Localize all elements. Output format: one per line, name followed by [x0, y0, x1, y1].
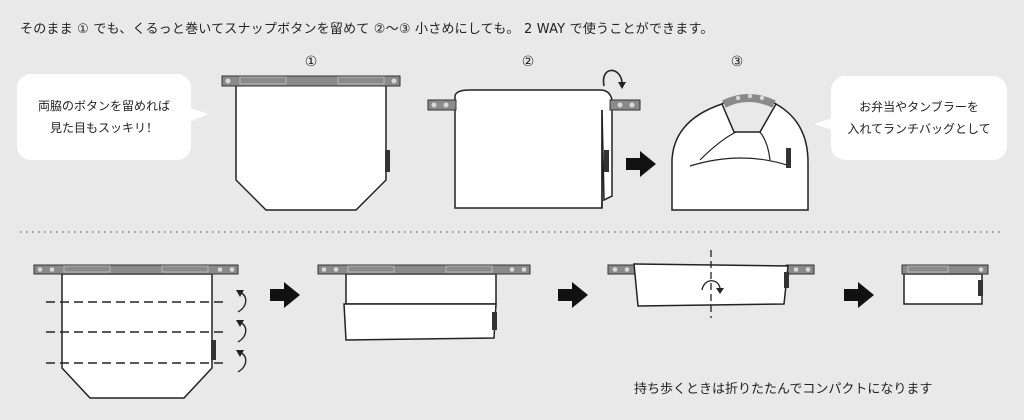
snap-button: [391, 78, 397, 84]
snap-button: [629, 102, 635, 108]
strap: [33, 264, 239, 275]
snap-button: [217, 267, 223, 272]
snap-button: [978, 267, 984, 272]
fold-arrow-icon: [701, 280, 721, 291]
bag-step-1: [221, 75, 401, 211]
fold-bag-1: [33, 264, 247, 399]
snap-button: [624, 267, 630, 272]
bag-body: [903, 273, 983, 305]
fold-bag-4: [901, 264, 989, 305]
bag-step-2: [427, 69, 641, 209]
bag-step-3: [671, 93, 809, 211]
snap-button: [431, 102, 437, 108]
step-number-1: ①: [304, 54, 318, 70]
bubble-left-line1: 両脇のボタンを留めれば: [37, 99, 170, 113]
arrow-right-icon: [558, 282, 588, 308]
roll-arrow-icon: [602, 69, 623, 87]
tag: [784, 272, 789, 288]
snap-button: [805, 267, 811, 272]
bag-body: [61, 273, 213, 399]
tag: [385, 150, 390, 172]
tag: [604, 150, 609, 172]
arrow-right-icon: [844, 282, 874, 308]
snap-button: [793, 267, 799, 272]
fold-bag-3: [607, 250, 815, 318]
snap-button: [333, 267, 339, 272]
arrow-right-icon: [626, 151, 656, 177]
strap: [722, 94, 776, 108]
snap-button: [443, 102, 449, 108]
snap-button: [321, 267, 327, 272]
strap: [607, 264, 637, 275]
bubble-right-line2: 入れてランチバッグとして: [847, 122, 991, 136]
folded-flap: [343, 303, 497, 341]
footnote: 持ち歩くときは折りたたんでコンパクトになります: [634, 382, 933, 397]
tag: [211, 340, 216, 360]
snap-button: [229, 267, 235, 272]
snap-button: [759, 95, 765, 101]
bubble-right-line1: お弁当やタンブラーを: [859, 100, 979, 114]
snap-button: [617, 102, 623, 108]
strap: [317, 264, 531, 275]
snap-button: [225, 78, 231, 84]
snap-button: [49, 267, 55, 272]
headline: そのまま ① でも、くるっと巻いてスナップボタンを留めて ②〜③ 小さめにしても…: [20, 22, 714, 37]
strap: [221, 75, 401, 87]
snap-button: [612, 267, 618, 272]
strap: [427, 99, 457, 111]
step-number-2: ②: [521, 54, 535, 70]
bubble-left-line2: 見た目もスッキリ！: [49, 121, 158, 135]
snap-button: [735, 95, 741, 101]
speech-bubble-right: お弁当やタンブラーを 入れてランチバッグとして: [831, 76, 1007, 160]
snap-button: [37, 267, 43, 272]
strap: [901, 264, 989, 275]
strap: [609, 99, 641, 111]
tag: [492, 312, 497, 330]
fold-bag-2: [317, 264, 531, 341]
bag-body: [671, 102, 809, 211]
bag-body: [454, 89, 613, 209]
speech-bubble-left: 両脇のボタンを留めれば 見た目もスッキリ！: [17, 74, 191, 160]
bag-body: [235, 83, 387, 211]
snap-button: [521, 267, 527, 272]
snap-button: [509, 267, 515, 272]
bubble-right-tail: [814, 118, 832, 130]
arrow-right-icon: [270, 282, 300, 308]
step-number-3: ③: [730, 54, 744, 70]
bubble-left-tail: [190, 108, 208, 122]
tag: [786, 148, 791, 168]
tag: [978, 280, 983, 296]
snap-button: [747, 93, 753, 99]
bag-body: [345, 273, 497, 305]
